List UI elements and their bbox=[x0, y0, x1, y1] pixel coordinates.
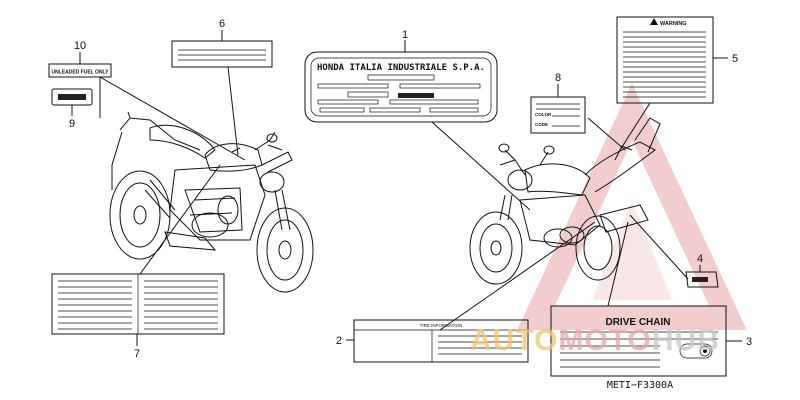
watermark-hub: HUB bbox=[652, 324, 720, 357]
diagram-code: METI−F3300A bbox=[607, 380, 673, 391]
callout-8: 8 bbox=[555, 72, 561, 84]
fuel-label-text: UNLEADED FUEL ONLY bbox=[52, 70, 110, 76]
warning-title: WARNING bbox=[660, 21, 687, 27]
label-6-decal bbox=[171, 40, 273, 68]
label-7-decal bbox=[51, 273, 225, 335]
callout-6: 6 bbox=[219, 18, 225, 30]
chain-gear-icon bbox=[699, 345, 711, 357]
watermark-triangle-logo bbox=[517, 83, 747, 330]
callout-2: 2 bbox=[336, 335, 342, 347]
unleaded-fuel-label: UNLEADED FUEL ONLY bbox=[48, 63, 112, 78]
watermark-text: AUTOMOTOHUB bbox=[470, 324, 720, 357]
drive-chain-title: DRIVE CHAIN bbox=[605, 317, 670, 328]
leader-lines bbox=[71, 30, 742, 346]
tire-information-label: TIRE INFORMATION bbox=[353, 319, 529, 363]
motorcycle-left-view bbox=[109, 111, 314, 293]
callout-7: 7 bbox=[134, 348, 140, 360]
color-code-label: COLOR CODE bbox=[530, 96, 586, 134]
color-field-label: COLOR bbox=[535, 112, 552, 117]
callout-3: 3 bbox=[746, 336, 752, 348]
callout-9: 9 bbox=[69, 118, 75, 130]
warning-triangle-icon bbox=[650, 18, 658, 25]
callout-4: 4 bbox=[697, 253, 703, 265]
tire-info-title: TIRE INFORMATION bbox=[420, 323, 463, 328]
label-4-decal bbox=[685, 271, 719, 288]
warning-label: WARNING bbox=[616, 16, 714, 104]
watermark-auto: AUTO bbox=[470, 324, 558, 357]
callout-10: 10 bbox=[74, 40, 86, 52]
svg-text:AUTOMOTOHUB: AUTOMOTOHUB bbox=[470, 324, 720, 357]
drive-chain-label: DRIVE CHAIN bbox=[550, 305, 727, 377]
callout-numbers: 1 2 3 4 5 6 7 8 9 10 bbox=[69, 18, 752, 360]
watermark-moto: MOTO bbox=[558, 324, 651, 357]
frame-id-plate: HONDA ITALIA INDUSTRIALE S.P.A. bbox=[304, 51, 498, 123]
callout-5: 5 bbox=[732, 53, 738, 65]
label-9-decal bbox=[51, 88, 93, 106]
code-field-label: CODE bbox=[535, 122, 548, 127]
callout-1: 1 bbox=[402, 29, 408, 41]
plate-manufacturer-text: HONDA ITALIA INDUSTRIALE S.P.A. bbox=[317, 63, 485, 73]
